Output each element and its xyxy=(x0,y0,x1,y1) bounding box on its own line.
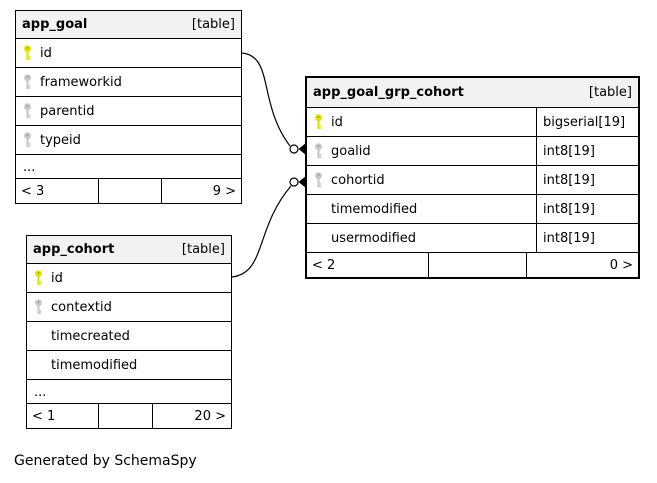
column-type: int8[19] xyxy=(536,224,638,252)
footer-parents-count: 0 > xyxy=(609,257,633,273)
truncated-columns-indicator: ... xyxy=(16,155,241,179)
column-name: id xyxy=(51,270,63,286)
column-row: contextid xyxy=(27,293,231,322)
table-type-badge: [table] xyxy=(181,242,225,257)
column-type: int8[19] xyxy=(536,195,638,223)
relationship-app-cohort-to-cohortid xyxy=(231,176,306,278)
column-row: goalid int8[19] xyxy=(307,137,638,166)
footer-children-count: < 1 xyxy=(32,408,56,424)
column-name: cohortid xyxy=(331,172,385,188)
table-node-app-goal-grp-cohort[interactable]: app_goal_grp_cohort [table] id bigserial… xyxy=(305,76,640,279)
table-header: app_cohort [table] xyxy=(27,236,231,264)
primary-key-icon xyxy=(34,270,51,286)
column-row: timemodified xyxy=(27,351,231,380)
table-type-badge: [table] xyxy=(191,17,235,32)
relationship-app-goal-to-goalid xyxy=(241,52,306,155)
footer-middle-cell xyxy=(98,179,162,203)
column-name: timemodified xyxy=(51,357,138,373)
index-key-icon xyxy=(23,132,40,148)
table-title[interactable]: app_cohort xyxy=(33,242,115,257)
table-footer: < 1 20 > xyxy=(27,404,231,428)
column-type: int8[19] xyxy=(536,166,638,194)
column-name: contextid xyxy=(51,299,112,315)
column-name: id xyxy=(40,45,52,61)
footer-parents-count: 20 > xyxy=(194,408,226,424)
column-name: id xyxy=(331,114,343,130)
column-row: frameworkid xyxy=(16,68,241,97)
footer-children-count: < 3 xyxy=(21,183,45,199)
column-name: timecreated xyxy=(51,328,130,344)
table-footer: < 2 0 > xyxy=(307,253,638,277)
table-node-app-cohort[interactable]: app_cohort [table] id contextid timecrea… xyxy=(26,235,232,429)
column-row: parentid xyxy=(16,97,241,126)
column-type: bigserial[19] xyxy=(536,108,638,136)
primary-key-icon xyxy=(23,45,40,61)
column-type: int8[19] xyxy=(536,137,638,165)
column-name: timemodified xyxy=(331,201,418,217)
generated-by-note: Generated by SchemaSpy xyxy=(14,453,197,469)
footer-middle-cell xyxy=(428,253,527,277)
primary-key-icon xyxy=(314,114,331,130)
column-name: goalid xyxy=(331,143,371,159)
column-row: typeid xyxy=(16,126,241,155)
zero-or-one-dot xyxy=(289,144,299,154)
table-node-app-goal[interactable]: app_goal [table] id frameworkid parentid… xyxy=(15,10,242,204)
column-name: frameworkid xyxy=(40,74,122,90)
footer-middle-cell xyxy=(98,404,153,428)
column-name: parentid xyxy=(40,103,95,119)
index-key-icon xyxy=(314,172,331,188)
column-row: id xyxy=(16,39,241,68)
column-name: usermodified xyxy=(331,230,417,246)
column-row: usermodified int8[19] xyxy=(307,224,638,253)
index-key-icon xyxy=(23,103,40,119)
table-title[interactable]: app_goal xyxy=(22,17,88,32)
table-type-badge: [table] xyxy=(588,85,632,100)
index-key-icon xyxy=(34,299,51,315)
column-row: id bigserial[19] xyxy=(307,108,638,137)
table-header: app_goal [table] xyxy=(16,11,241,39)
footer-parents-count: 9 > xyxy=(212,183,236,199)
column-name: typeid xyxy=(40,132,81,148)
column-row: cohortid int8[19] xyxy=(307,166,638,195)
index-key-icon xyxy=(23,74,40,90)
table-title[interactable]: app_goal_grp_cohort xyxy=(313,85,464,100)
truncated-columns-indicator: ... xyxy=(27,380,231,404)
footer-children-count: < 2 xyxy=(312,257,336,273)
table-header: app_goal_grp_cohort [table] xyxy=(307,78,638,108)
column-row: id xyxy=(27,264,231,293)
zero-or-one-dot xyxy=(289,177,299,187)
column-row: timecreated xyxy=(27,322,231,351)
column-row: timemodified int8[19] xyxy=(307,195,638,224)
table-footer: < 3 9 > xyxy=(16,179,241,203)
index-key-icon xyxy=(314,143,331,159)
